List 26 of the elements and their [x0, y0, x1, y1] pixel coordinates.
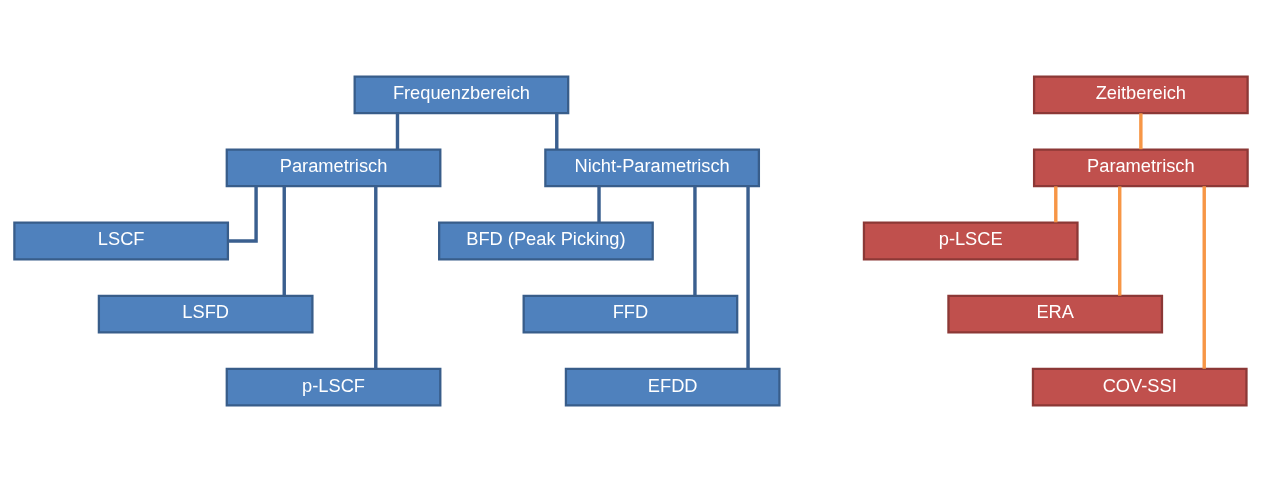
node-box: Nicht-Parametrisch — [544, 148, 761, 188]
node-box: EFDD — [564, 367, 781, 407]
connector — [597, 186, 601, 223]
connector — [555, 113, 559, 150]
connector — [395, 113, 400, 150]
node-box: COV-SSI — [1031, 367, 1248, 407]
node-box: Zeitbereich — [1032, 75, 1249, 115]
connector — [228, 186, 258, 243]
node-box: Frequenzbereich — [353, 75, 570, 115]
connector — [374, 186, 378, 369]
node-box: p-LSCE — [862, 221, 1079, 261]
connector — [282, 186, 286, 296]
node-box: Parametrisch — [225, 148, 442, 188]
connector — [1139, 113, 1143, 150]
node-box: p-LSCF — [225, 367, 442, 407]
connector — [746, 186, 750, 369]
node-box: FFD — [522, 294, 739, 334]
connector — [1054, 186, 1058, 223]
node-box: ERA — [947, 294, 1164, 334]
connector — [693, 186, 697, 296]
node-box: LSCF — [13, 221, 230, 261]
node-box: LSFD — [97, 294, 314, 334]
node-box: Parametrisch — [1032, 148, 1249, 188]
node-box: BFD (Peak Picking) — [438, 221, 654, 261]
connector — [1118, 186, 1122, 296]
connector — [1202, 186, 1206, 369]
